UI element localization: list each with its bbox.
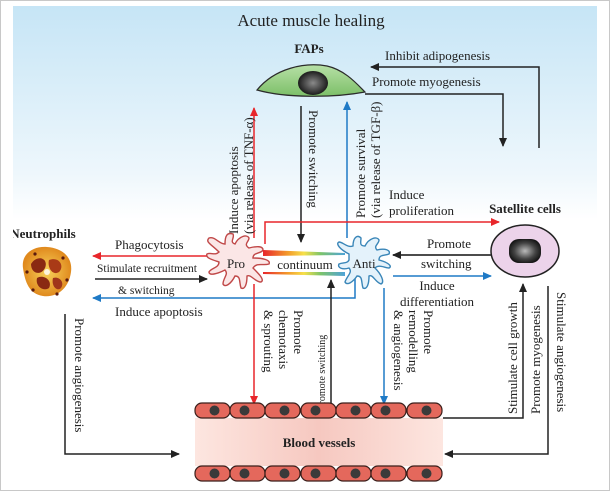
endothelial-nucleus bbox=[380, 468, 391, 479]
arrow-inhibit-adipogenesis bbox=[370, 63, 540, 148]
svg-text:Induce apoptosis: Induce apoptosis bbox=[226, 146, 241, 234]
blood-vessels-label: Blood vessels bbox=[283, 435, 356, 450]
label-promote-survival-tgf: Promote survival (via release of TGF-β) bbox=[353, 102, 383, 218]
endothelial-nucleus bbox=[239, 468, 250, 479]
label-induce-apoptosis-tnf: Induce apoptosis (via release of TNF-α) bbox=[226, 117, 256, 234]
endothelial-nucleus bbox=[350, 405, 361, 416]
continuum-label: continuum bbox=[277, 257, 333, 272]
svg-text:Stimulate cell growth: Stimulate cell growth bbox=[505, 302, 520, 414]
label-promote-remodelling: Promote remodelling & angiogenesis bbox=[391, 310, 436, 391]
label-promote-switching-bv: Promote switching bbox=[317, 335, 328, 410]
svg-text:Promote angiogenesis: Promote angiogenesis bbox=[72, 318, 87, 432]
svg-text:Promote switching: Promote switching bbox=[306, 110, 321, 208]
diagram: Acute muscle healing FAPs Inhibit adipog… bbox=[10, 6, 597, 486]
neutrophils-label: Neutrophils bbox=[13, 226, 76, 241]
label-inhibit-adipogenesis: Inhibit adipogenesis bbox=[385, 48, 490, 63]
satellite-cells-label: Satellite cells bbox=[489, 201, 561, 216]
label-stimulate-cell-growth: Stimulate cell growth bbox=[505, 302, 520, 414]
label-promote-switching-faps: Promote switching bbox=[306, 110, 321, 208]
endothelial-nucleus bbox=[310, 468, 321, 479]
svg-text:& sprouting: & sprouting bbox=[261, 310, 276, 373]
label-promote-chemotaxis: Promote chemotaxis & sprouting bbox=[261, 310, 306, 373]
endothelial-nucleus bbox=[279, 468, 290, 479]
svg-text:& angiogenesis: & angiogenesis bbox=[391, 310, 406, 391]
fap-cell-icon bbox=[255, 64, 367, 97]
arrow-stimulate-cell-growth bbox=[443, 283, 527, 419]
label-phagocytosis: Phagocytosis bbox=[115, 237, 184, 252]
endothelial-nucleus bbox=[421, 405, 432, 416]
svg-text:Promote survival: Promote survival bbox=[353, 128, 368, 218]
label-induce-proliferation: Induce proliferation bbox=[389, 187, 454, 218]
pro-macrophage-icon: Pro bbox=[206, 232, 270, 290]
diagram-title: Acute muscle healing bbox=[237, 11, 385, 30]
endothelial-nucleus bbox=[350, 468, 361, 479]
svg-text:Induce: Induce bbox=[419, 278, 455, 293]
neutrophil-cell-icon bbox=[22, 246, 72, 297]
svg-text:Promote myogenesis: Promote myogenesis bbox=[528, 305, 543, 414]
svg-text:Promote switching: Promote switching bbox=[317, 335, 328, 410]
svg-text:differentiation: differentiation bbox=[400, 294, 475, 309]
svg-text:switching: switching bbox=[421, 256, 472, 271]
label-promote-angiogenesis: Promote angiogenesis bbox=[72, 318, 87, 432]
endothelial-nucleus bbox=[209, 468, 220, 479]
svg-text:remodelling: remodelling bbox=[406, 310, 421, 373]
endothelial-nucleus bbox=[380, 405, 391, 416]
endothelial-nucleus bbox=[209, 405, 220, 416]
arrow-promote-angiogenesis bbox=[64, 314, 180, 458]
satellite-cell-icon bbox=[490, 224, 560, 278]
arrow-promote-myogenesis-top bbox=[365, 93, 507, 147]
blood-vessel-icon: Blood vessels bbox=[194, 402, 443, 482]
arrow-stimulate-angiogenesis bbox=[444, 286, 549, 458]
arrow-induce-apoptosis-neutro bbox=[92, 274, 356, 302]
svg-text:(via release of TNF-α): (via release of TNF-α) bbox=[241, 117, 256, 234]
svg-text:Stimulate angiogenesis: Stimulate angiogenesis bbox=[554, 292, 569, 412]
svg-text:Promote: Promote bbox=[427, 236, 471, 251]
label-promote-switching-sat: Promote switching bbox=[421, 236, 472, 271]
label-promote-myogenesis-bv: Promote myogenesis bbox=[528, 305, 543, 414]
label-promote-myogenesis-top: Promote myogenesis bbox=[372, 74, 481, 89]
label-induce-apoptosis-neutro: Induce apoptosis bbox=[115, 304, 203, 319]
label-stimulate-recruitment: Stimulate recruitment bbox=[97, 263, 198, 275]
svg-text:Induce: Induce bbox=[389, 187, 425, 202]
anti-macrophage-icon: Anti bbox=[337, 235, 391, 290]
anti-label: Anti bbox=[352, 256, 376, 271]
endothelial-nucleus bbox=[421, 468, 432, 479]
endothelial-nucleus bbox=[279, 405, 290, 416]
continuum-bar: continuum bbox=[263, 250, 345, 276]
endothelial-nucleus bbox=[239, 405, 250, 416]
svg-text:Promote: Promote bbox=[421, 310, 436, 354]
svg-text:proliferation: proliferation bbox=[389, 203, 454, 218]
pro-label: Pro bbox=[227, 256, 245, 271]
arrow-induce-proliferation bbox=[264, 218, 500, 244]
endothelial-nucleus bbox=[310, 405, 321, 416]
faps-label: FAPs bbox=[294, 41, 323, 56]
label-stimulate-angiogenesis: Stimulate angiogenesis bbox=[554, 292, 569, 412]
diagram-canvas: Acute muscle healing FAPs Inhibit adipog… bbox=[10, 6, 597, 482]
svg-text:chemotaxis: chemotaxis bbox=[276, 310, 291, 369]
svg-text:Promote: Promote bbox=[291, 310, 306, 354]
label-and-switching: & switching bbox=[118, 285, 175, 297]
label-induce-differentiation: Induce differentiation bbox=[400, 278, 475, 309]
svg-text:(via release of TGF-β): (via release of TGF-β) bbox=[368, 102, 383, 218]
